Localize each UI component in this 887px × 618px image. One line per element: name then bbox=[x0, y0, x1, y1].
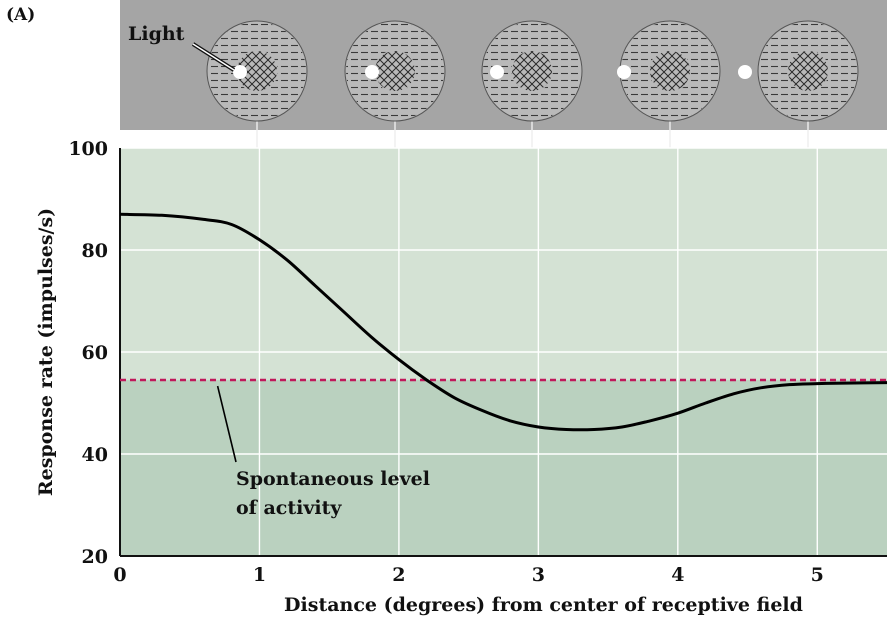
annotation-line-1: Spontaneous level bbox=[236, 468, 430, 490]
x-tick-labels: 0 1 2 3 4 5 bbox=[113, 564, 824, 586]
light-label: Light bbox=[128, 23, 185, 45]
stimulus-2 bbox=[344, 20, 446, 148]
light-spot bbox=[490, 65, 504, 79]
light-spot bbox=[738, 65, 752, 79]
plot-bg-lower bbox=[120, 380, 887, 556]
center-pattern bbox=[237, 51, 277, 91]
stimulus-4 bbox=[617, 20, 721, 148]
light-pointer bbox=[191, 42, 236, 72]
response-curve bbox=[119, 212, 887, 432]
y-tick-label: 40 bbox=[82, 444, 108, 466]
y-axis-label: Response rate (impulses/s) bbox=[35, 208, 57, 496]
center-pattern bbox=[375, 51, 415, 91]
stimulus-1 bbox=[206, 20, 308, 148]
x-tick-label: 3 bbox=[532, 564, 545, 586]
x-tick-label: 1 bbox=[253, 564, 266, 586]
y-tick-label: 80 bbox=[82, 240, 108, 262]
light-spot bbox=[617, 65, 631, 79]
center-pattern bbox=[650, 51, 690, 91]
grid-lines bbox=[120, 147, 887, 556]
annotation-line-2: of activity bbox=[236, 497, 342, 519]
x-tick-label: 0 bbox=[113, 564, 126, 586]
x-tick-label: 4 bbox=[671, 564, 684, 586]
y-tick-label: 60 bbox=[82, 342, 108, 364]
x-tick-label: 2 bbox=[392, 564, 405, 586]
y-tick-labels: 20 40 60 80 100 bbox=[68, 138, 108, 568]
stimulus-5 bbox=[738, 20, 859, 148]
stimuli-layer bbox=[206, 20, 859, 148]
annotation-pointer bbox=[216, 385, 237, 463]
light-spot bbox=[365, 65, 379, 79]
center-pattern bbox=[788, 51, 828, 91]
axes bbox=[119, 148, 887, 557]
light-spot bbox=[233, 65, 247, 79]
plot-bg-upper bbox=[120, 148, 887, 381]
stimulus-3 bbox=[481, 20, 583, 148]
x-axis-label: Distance (degrees) from center of recept… bbox=[284, 594, 803, 616]
light-pointer-inner bbox=[192, 43, 235, 71]
panel-label: (A) bbox=[6, 5, 35, 25]
center-pattern bbox=[512, 51, 552, 91]
y-tick-label: 20 bbox=[82, 546, 108, 568]
x-tick-label: 5 bbox=[811, 564, 824, 586]
plot-background bbox=[120, 148, 887, 556]
y-tick-label: 100 bbox=[68, 138, 108, 160]
